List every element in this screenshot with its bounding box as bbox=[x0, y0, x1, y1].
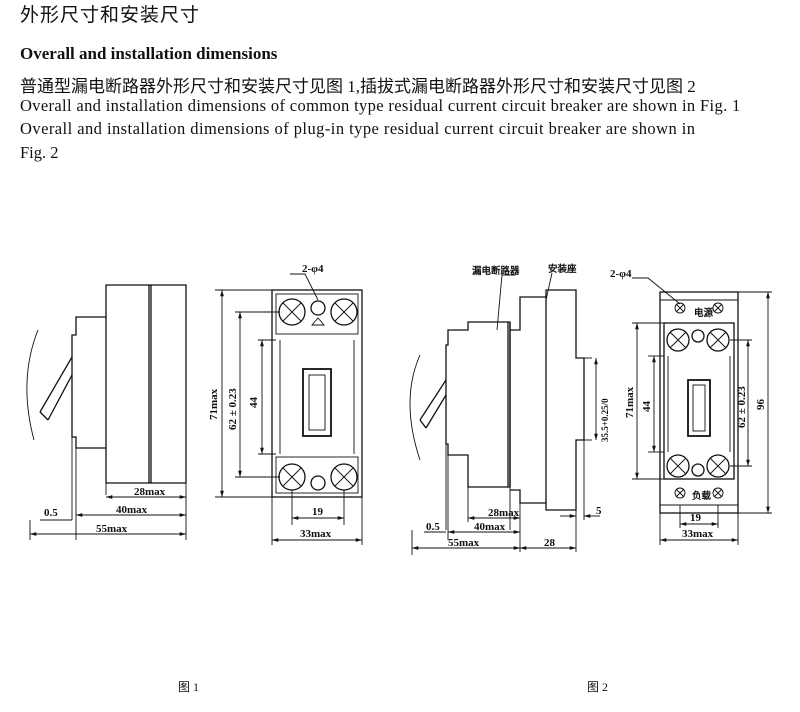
fig1-dim-44: 44 bbox=[248, 397, 260, 409]
fig2-dim-28max: 28max bbox=[488, 507, 520, 519]
fig2-label-base: 安装座 bbox=[548, 263, 577, 275]
fig2-dim-5: 5 bbox=[596, 505, 602, 517]
fig2-dim-44: 44 bbox=[641, 401, 653, 413]
fig1-caption: 图 1 bbox=[178, 680, 199, 694]
fig2-base-leader bbox=[545, 272, 553, 301]
fig2-breaker-leader bbox=[496, 274, 515, 331]
fig1-dim-71max: 71max bbox=[208, 388, 220, 420]
fig2-dim-35-5: 35.5+0.25/0 bbox=[600, 398, 610, 442]
fig2-dim-40max: 40max bbox=[474, 521, 506, 533]
fig1-dim-40max: 40max bbox=[116, 504, 148, 516]
figure-1: 2-φ4 71max 62 ± 0.23 44 28max 40max 55ma… bbox=[26, 263, 363, 694]
description-english-line-2: Overall and installation dimensions of p… bbox=[20, 119, 696, 138]
fig1-hole-spec: 2-φ4 bbox=[302, 263, 324, 275]
fig2-dim-19: 19 bbox=[690, 512, 702, 524]
fig2-dim-62: 62 ± 0.23 bbox=[736, 386, 748, 428]
fig1-dim-55max: 55max bbox=[96, 523, 128, 535]
fig2-dim-55max: 55max bbox=[448, 537, 480, 549]
fig2-dim-96: 96 bbox=[755, 399, 767, 411]
fig2-label-load: 负载 bbox=[692, 490, 712, 502]
fig2-hole-spec: 2-φ4 bbox=[610, 268, 632, 280]
description-english-line-3: Fig. 2 bbox=[20, 143, 59, 162]
fig2-dim-33max: 33max bbox=[682, 528, 714, 540]
fig2-dimensions bbox=[411, 291, 772, 555]
fig2-dim-0-5: 0.5 bbox=[426, 521, 440, 533]
fig1-dim-28max: 28max bbox=[134, 486, 166, 498]
fig2-dim-28: 28 bbox=[544, 537, 556, 549]
section-title-chinese: 外形尺寸和安装尺寸 bbox=[20, 5, 201, 26]
fig1-dim-19: 19 bbox=[312, 506, 324, 518]
fig1-dimensions bbox=[29, 289, 363, 545]
fig2-caption: 图 2 bbox=[587, 680, 608, 694]
fig2-side-view bbox=[409, 289, 592, 511]
fig1-dim-62: 62 ± 0.23 bbox=[227, 388, 239, 430]
fig2-dim-71max: 71max bbox=[624, 386, 636, 418]
figure-2: 漏电断路器 安装座 电源 负载 2-φ4 71max 44 62 ± 0.23 … bbox=[409, 263, 772, 694]
fig1-dim-33max: 33max bbox=[300, 528, 332, 540]
fig1-front-view bbox=[271, 273, 363, 498]
description-chinese: 普通型漏电断路器外形尺寸和安装尺寸见图 1,插拔式漏电断路器外形尺寸和安装尺寸见… bbox=[20, 77, 696, 96]
fig1-dim-0-5: 0.5 bbox=[44, 507, 58, 519]
fig2-front-view bbox=[632, 277, 739, 514]
fig2-label-power: 电源 bbox=[694, 307, 714, 319]
description-english-line-1: Overall and installation dimensions of c… bbox=[20, 96, 741, 115]
fig2-label-breaker: 漏电断路器 bbox=[472, 265, 520, 277]
section-title-english: Overall and installation dimensions bbox=[20, 44, 278, 63]
fig1-side-view bbox=[26, 284, 187, 484]
